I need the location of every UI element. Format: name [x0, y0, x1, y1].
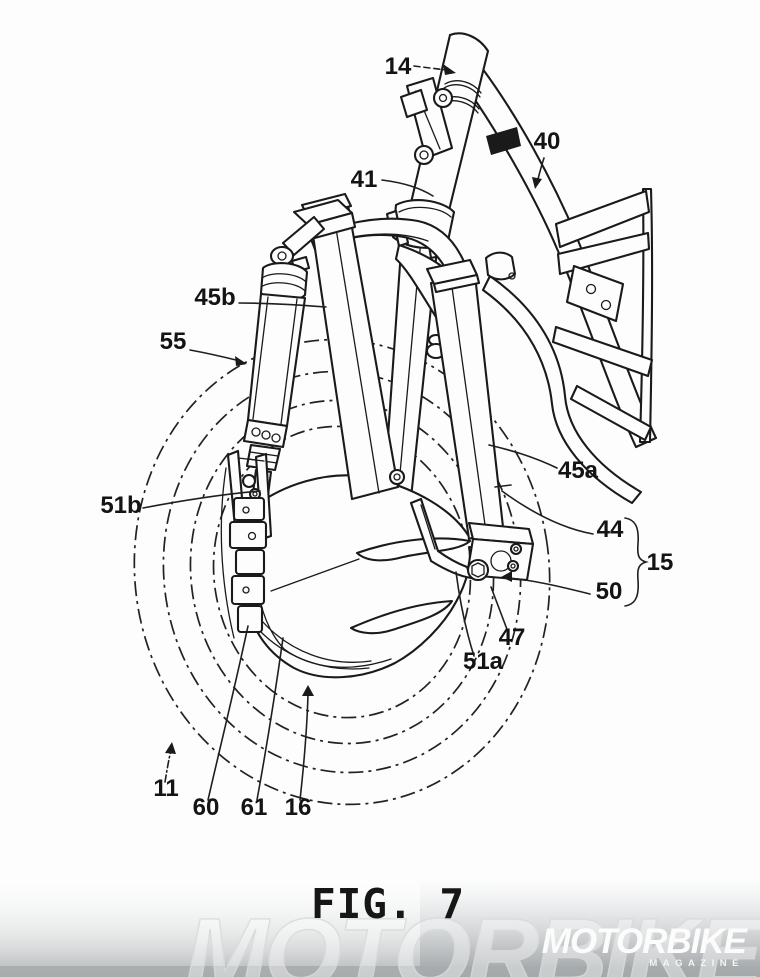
- figure-caption: FIG. 7: [311, 880, 465, 928]
- ref-label-45b: 45b: [194, 284, 235, 311]
- hub-top-bolt: [388, 468, 406, 486]
- ref-label-60: 60: [193, 794, 220, 821]
- head-tube-bracket: [399, 76, 454, 166]
- hub-cover-blade-lower: [349, 599, 454, 635]
- leader-14: [413, 65, 447, 71]
- frame-spar-upper: [554, 189, 651, 249]
- frame-rear-tube: [638, 187, 654, 444]
- fork-leg-right: [425, 258, 505, 541]
- reference-labels: 14 41 40 45b 55 51b 45a 44 15 50 47 51a …: [100, 53, 673, 821]
- brace-15: [624, 517, 649, 607]
- frame-diagonal-tube: [569, 384, 653, 442]
- watermark-text: MOTORBIKE: [185, 898, 760, 977]
- ref-label-40: 40: [534, 128, 561, 155]
- watermark-band: MOTORBIKE MOTORBIKE MAGAZINE: [0, 882, 760, 977]
- leader-lines: [142, 64, 649, 801]
- ref-label-44: 44: [597, 516, 624, 543]
- leader-45b: [238, 302, 327, 308]
- frame-gusset-dark: [486, 127, 521, 155]
- ref-label-45a: 45a: [558, 457, 599, 484]
- leader-55: [189, 349, 241, 362]
- ref-label-47: 47: [499, 624, 526, 651]
- hub-cover-blade-upper: [355, 537, 472, 562]
- axle-block: [409, 497, 535, 582]
- leader-50: [507, 577, 591, 595]
- shock-absorber: [226, 215, 326, 548]
- leader-51a: [455, 571, 475, 657]
- logo-subtitle: MAGAZINE: [649, 958, 744, 969]
- leader-45a: [488, 444, 558, 469]
- ref-label-50: 50: [596, 578, 623, 605]
- leader-51b: [142, 490, 261, 509]
- leader-61: [256, 637, 284, 801]
- ref-label-55: 55: [160, 328, 187, 355]
- ref-label-11: 11: [153, 775, 178, 802]
- bridge-cable-clamp: [484, 251, 517, 281]
- leader-16: [299, 693, 309, 801]
- frame-cradle-tube: [481, 274, 643, 505]
- ref-label-41: 41: [351, 166, 378, 193]
- frame-spar-lower: [556, 231, 651, 276]
- ref-label-51a: 51a: [463, 648, 504, 675]
- logo-title: MOTORBIKE: [542, 922, 749, 961]
- ref-label-14: 14: [385, 53, 412, 80]
- leader-47: [490, 586, 509, 633]
- shock-top-link: [281, 215, 326, 257]
- leader-60: [207, 625, 249, 801]
- ref-label-15: 15: [647, 549, 674, 576]
- ref-label-51b: 51b: [100, 492, 141, 519]
- ref-label-61: 61: [241, 794, 268, 821]
- frame-mount-plate: [565, 264, 625, 323]
- leader-44: [501, 490, 594, 535]
- leader-41: [381, 179, 434, 197]
- ref-label-16: 16: [285, 794, 312, 821]
- frame-structure: [462, 66, 658, 505]
- brake-caliper-stack: [220, 467, 268, 639]
- frame-cross-tube: [551, 325, 654, 378]
